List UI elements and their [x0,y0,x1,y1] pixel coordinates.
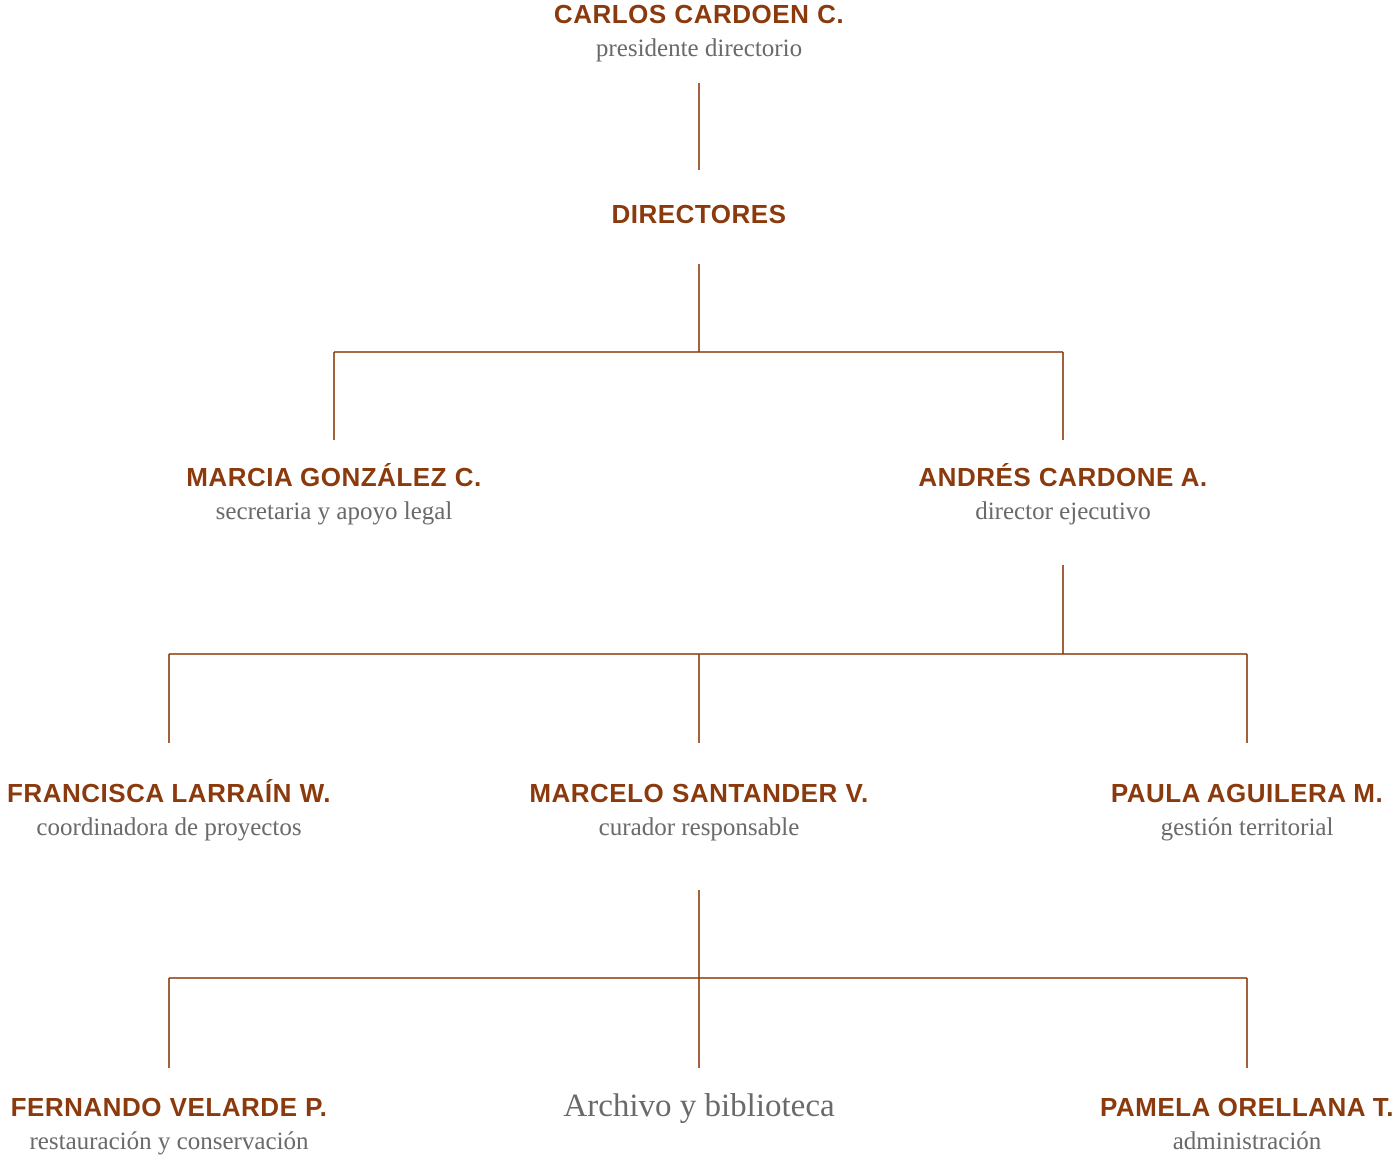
restoration-name: FERNANDO VELARDE P. [10,1092,328,1122]
president-role: presidente directorio [595,35,803,62]
secretary-role: secretaria y apoyo legal [215,498,453,525]
node-executive: ANDRÉS CARDONE A. director ejecutivo [918,461,1207,529]
curator-name: MARCELO SANTANDER V. [529,778,869,808]
node-coordinator: FRANCISCA LARRAÍN W. coordinadora de pro… [7,777,331,845]
node-archive: Archivo y biblioteca [563,1086,834,1126]
secretary-name: MARCIA GONZÁLEZ C. [186,462,482,492]
executive-name: ANDRÉS CARDONE A. [918,462,1208,492]
archive-label: Archivo y biblioteca [563,1088,835,1124]
node-president: CARLOS CARDOEN C. presidente directorio [554,0,844,66]
president-name: CARLOS CARDOEN C. [553,0,845,29]
territorial-role: gestión territorial [1160,814,1334,841]
territorial-name: PAULA AGUILERA M. [1110,778,1384,808]
node-curator: MARCELO SANTANDER V. curador responsable [529,777,868,845]
node-restoration: FERNANDO VELARDE P. restauración y conse… [11,1091,328,1159]
node-administration: PAMELA ORELLANA T. administración [1100,1091,1394,1159]
administration-role: administración [1172,1128,1322,1155]
node-territorial: PAULA AGUILERA M. gestión territorial [1111,777,1383,845]
administration-name: PAMELA ORELLANA T. [1099,1092,1395,1122]
node-directors: DIRECTORES [612,198,787,230]
curator-role: curador responsable [598,814,800,841]
directors-name: DIRECTORES [611,199,787,229]
executive-role: director ejecutivo [975,498,1151,525]
restoration-role: restauración y conservación [29,1128,309,1155]
coordinator-name: FRANCISCA LARRAÍN W. [7,778,331,808]
node-secretary: MARCIA GONZÁLEZ C. secretaria y apoyo le… [186,461,481,529]
coordinator-role: coordinadora de proyectos [36,814,302,841]
